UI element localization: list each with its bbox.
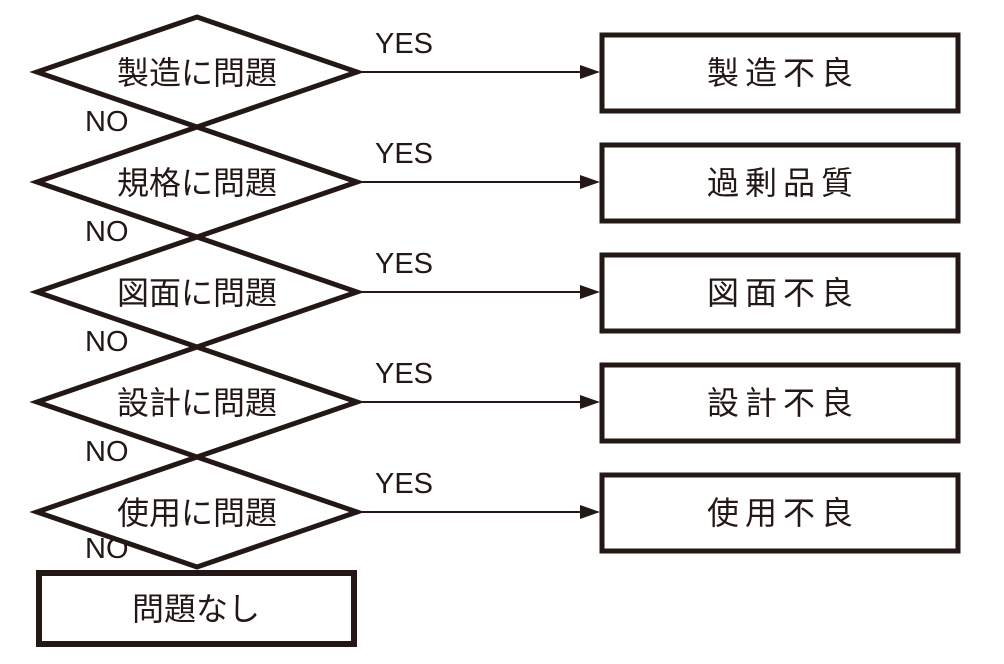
result-box-3 <box>599 252 961 334</box>
yes-arrowhead-5 <box>580 505 600 519</box>
no-label-2: NO <box>85 216 129 248</box>
result-box-2 <box>599 142 961 224</box>
flow-row-2: 規格に問題 過剰品質 YES NO <box>29 124 961 248</box>
decision-diamond-1 <box>29 14 365 130</box>
yes-label-3: YES <box>375 248 433 280</box>
decision-diamond-4 <box>29 344 365 460</box>
flow-row-3: 図面に問題 図面不良 YES NO <box>29 234 961 358</box>
flow-row-5: 使用に問題 使用不良 YES NO <box>29 454 961 570</box>
no-label-5: NO <box>85 533 129 565</box>
yes-arrowhead-4 <box>580 395 600 409</box>
decision-diamond-2 <box>29 124 365 240</box>
flow-row-1: 製造に問題 製造不良 YES NO <box>29 14 961 138</box>
result-label-5: 使用不良 <box>707 495 859 531</box>
condition-label-2: 規格に問題 <box>117 165 277 201</box>
result-box-5 <box>599 472 961 554</box>
no-label-3: NO <box>85 326 129 358</box>
condition-label-1: 製造に問題 <box>117 55 277 91</box>
result-box-1 <box>599 32 961 114</box>
yes-label-4: YES <box>375 358 433 390</box>
yes-arrowhead-2 <box>580 175 600 189</box>
yes-label-2: YES <box>375 138 433 170</box>
result-box-4 <box>599 362 961 444</box>
condition-label-4: 設計に問題 <box>117 385 277 421</box>
end-label: 問題なし <box>132 591 260 627</box>
yes-label-1: YES <box>375 28 433 60</box>
result-label-4: 設計不良 <box>707 385 859 421</box>
result-label-1: 製造不良 <box>707 55 859 91</box>
result-label-3: 図面不良 <box>707 275 859 311</box>
flow-row-4: 設計に問題 設計不良 YES NO <box>29 344 961 468</box>
condition-label-3: 図面に問題 <box>117 275 277 311</box>
end-box <box>36 570 357 647</box>
decision-diamond-5 <box>29 454 365 570</box>
flow-end: 問題なし <box>36 570 357 647</box>
condition-label-5: 使用に問題 <box>117 495 277 531</box>
yes-label-5: YES <box>375 468 433 500</box>
result-label-2: 過剰品質 <box>707 165 859 201</box>
yes-arrowhead-1 <box>580 65 600 79</box>
no-label-1: NO <box>85 106 129 138</box>
no-label-4: NO <box>85 436 129 468</box>
yes-arrowhead-3 <box>580 285 600 299</box>
decision-diamond-3 <box>29 234 365 350</box>
